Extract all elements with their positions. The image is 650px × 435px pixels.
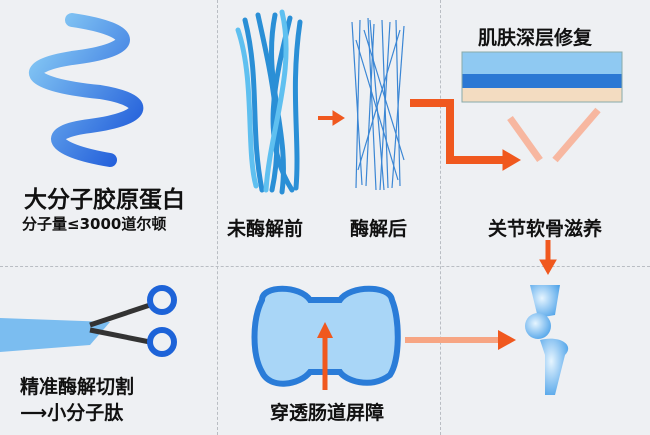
collagen-fiber-bundle-icon [235,9,303,195]
scissors-icon [0,285,177,357]
collagen-title: 大分子胶原蛋白 [24,187,185,213]
intestinal-barrier-label: 穿透肠道屏障 [270,402,385,424]
skin-repair-label: 肌肤深层修复 [478,27,593,49]
knee-joint-icon [525,285,569,395]
arrow-icon [318,99,557,276]
collagen-helix-icon [28,13,144,167]
upward-arrows-icon [507,107,601,163]
loose-peptide-fibers-icon [351,17,405,191]
after-enzymolysis-label: 酶解后 [350,218,408,240]
skin-layers-icon [461,51,623,103]
molecular-weight-label: 分子量≤3000道尔顿 [22,215,167,233]
intestine-villi-icon [251,285,516,390]
enzyme-cutting-label: 精准酶解切割 [20,376,135,398]
before-enzymolysis-label: 未酶解前 [227,218,304,240]
divider-vertical-2 [440,0,441,435]
small-peptide-label: ⟶小分子肽 [20,402,124,424]
divider-horizontal [0,266,650,267]
joint-nourish-label: 关节软骨滋养 [488,218,603,240]
divider-vertical-1 [217,0,218,435]
